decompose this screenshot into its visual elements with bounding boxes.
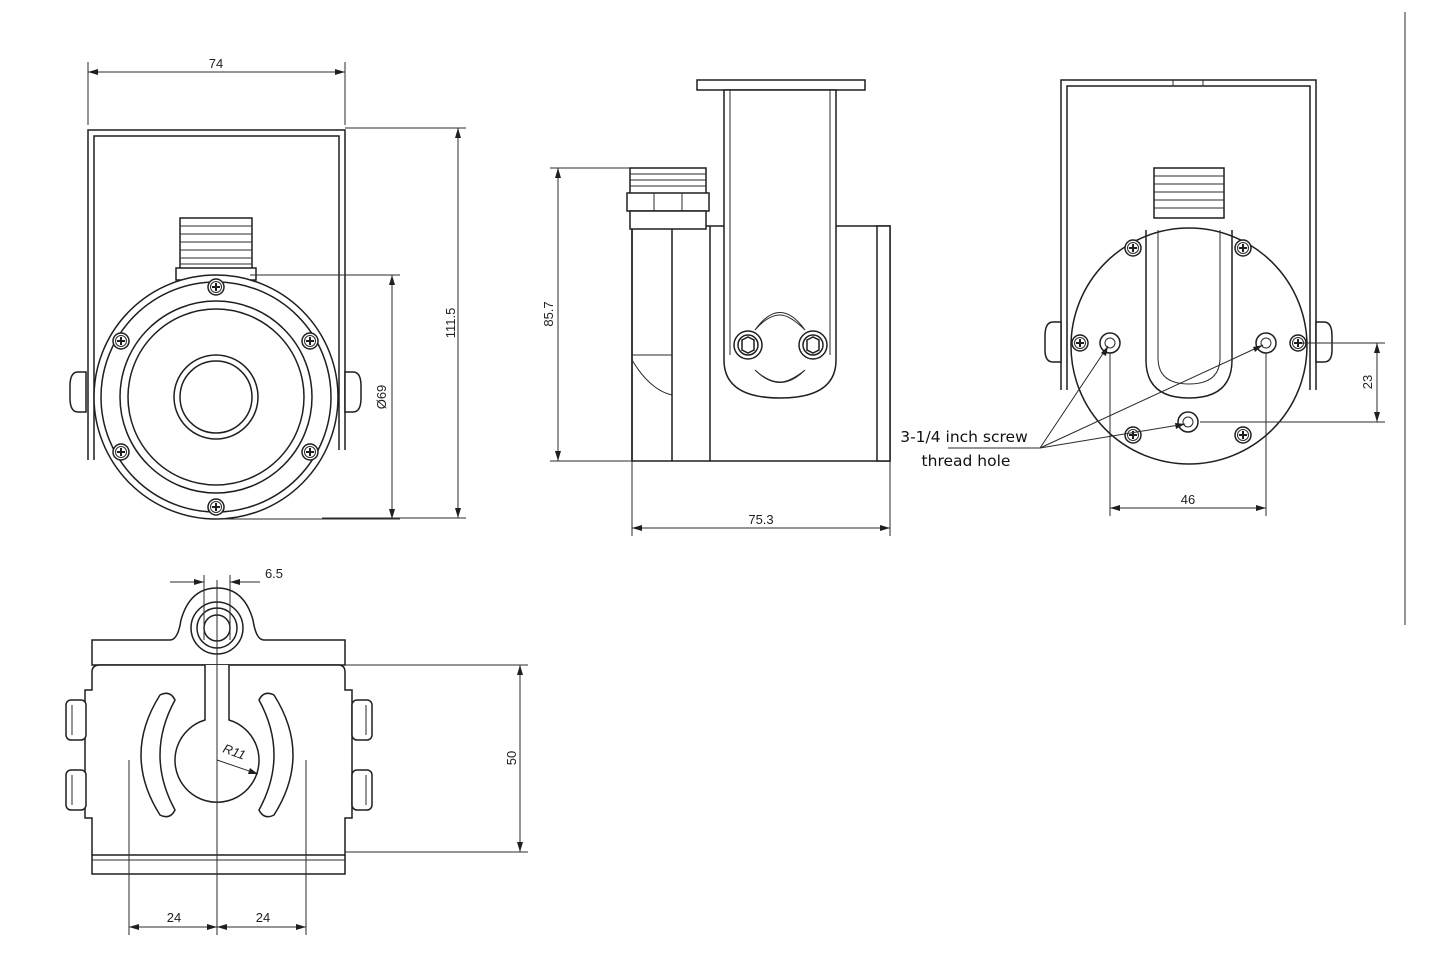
thread-hole-note-line1: 3-1/4 inch screw xyxy=(900,428,1028,446)
dim-50: 50 xyxy=(504,751,519,765)
dim-23: 23 xyxy=(1360,375,1375,389)
side-view: 85.7 75.3 xyxy=(541,79,891,536)
thread-hole-note-line2: thread hole xyxy=(922,452,1011,470)
dim-111-5: 111.5 xyxy=(443,308,458,339)
back-view: 23 46 xyxy=(948,12,1406,625)
dim-75-3: 75.3 xyxy=(748,512,773,527)
dim-24-right: 24 xyxy=(256,910,270,925)
dim-r11: R11 xyxy=(221,741,248,763)
front-view: 74 111.5 Ø69 xyxy=(69,56,466,520)
top-view: R11 6.5 50 24 24 xyxy=(65,566,528,935)
dim-46: 46 xyxy=(1181,492,1195,507)
dim-6-5: 6.5 xyxy=(265,566,283,581)
dim-85-7: 85.7 xyxy=(541,301,556,326)
dim-74: 74 xyxy=(209,56,223,71)
dim-24-left: 24 xyxy=(167,910,181,925)
dim-diameter-69: Ø69 xyxy=(374,385,389,410)
